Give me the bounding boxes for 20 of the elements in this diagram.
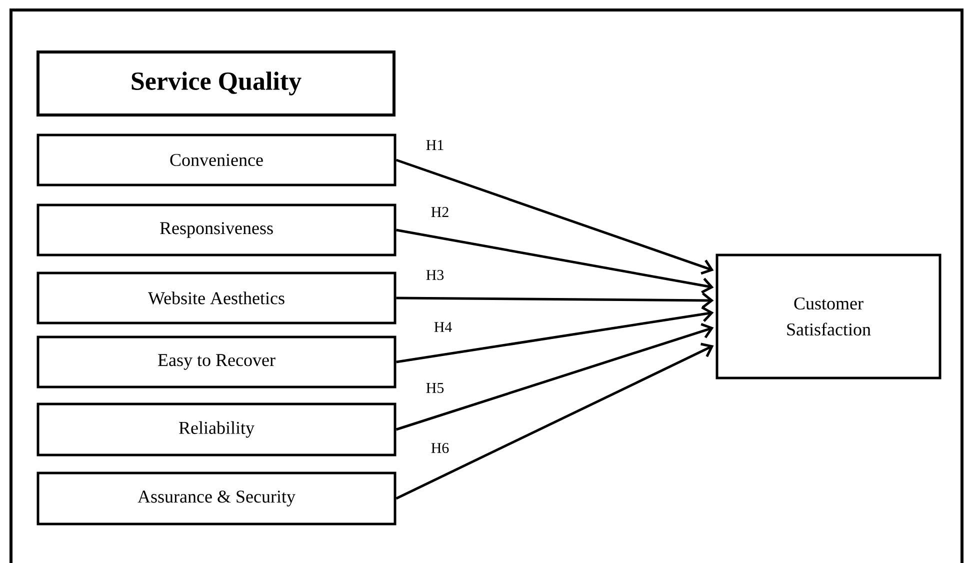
construct-box: Website Aesthetics — [36, 272, 396, 324]
construct-box: Easy to Recover — [36, 336, 396, 388]
construct-box: Convenience — [36, 134, 396, 186]
edge-label: H5 — [424, 382, 446, 394]
arrow — [396, 158, 714, 275]
edge-label: H3 — [424, 268, 446, 282]
arrow — [396, 292, 714, 308]
arrow — [396, 228, 714, 294]
edge-label: H6 — [430, 442, 450, 454]
construct-box: Assurance & Security — [36, 472, 396, 526]
edge-label: H1 — [424, 139, 446, 151]
outcome-box: Customer Satisfaction — [716, 254, 942, 380]
edge-label: H4 — [432, 321, 454, 333]
construct-box: Responsiveness — [36, 204, 396, 256]
heading-box: Service Quality — [36, 50, 396, 116]
arrow — [396, 342, 714, 500]
edge-label: H2 — [430, 206, 450, 218]
construct-box: Reliability — [36, 402, 396, 456]
arrow — [396, 306, 714, 364]
arrow — [396, 323, 714, 431]
